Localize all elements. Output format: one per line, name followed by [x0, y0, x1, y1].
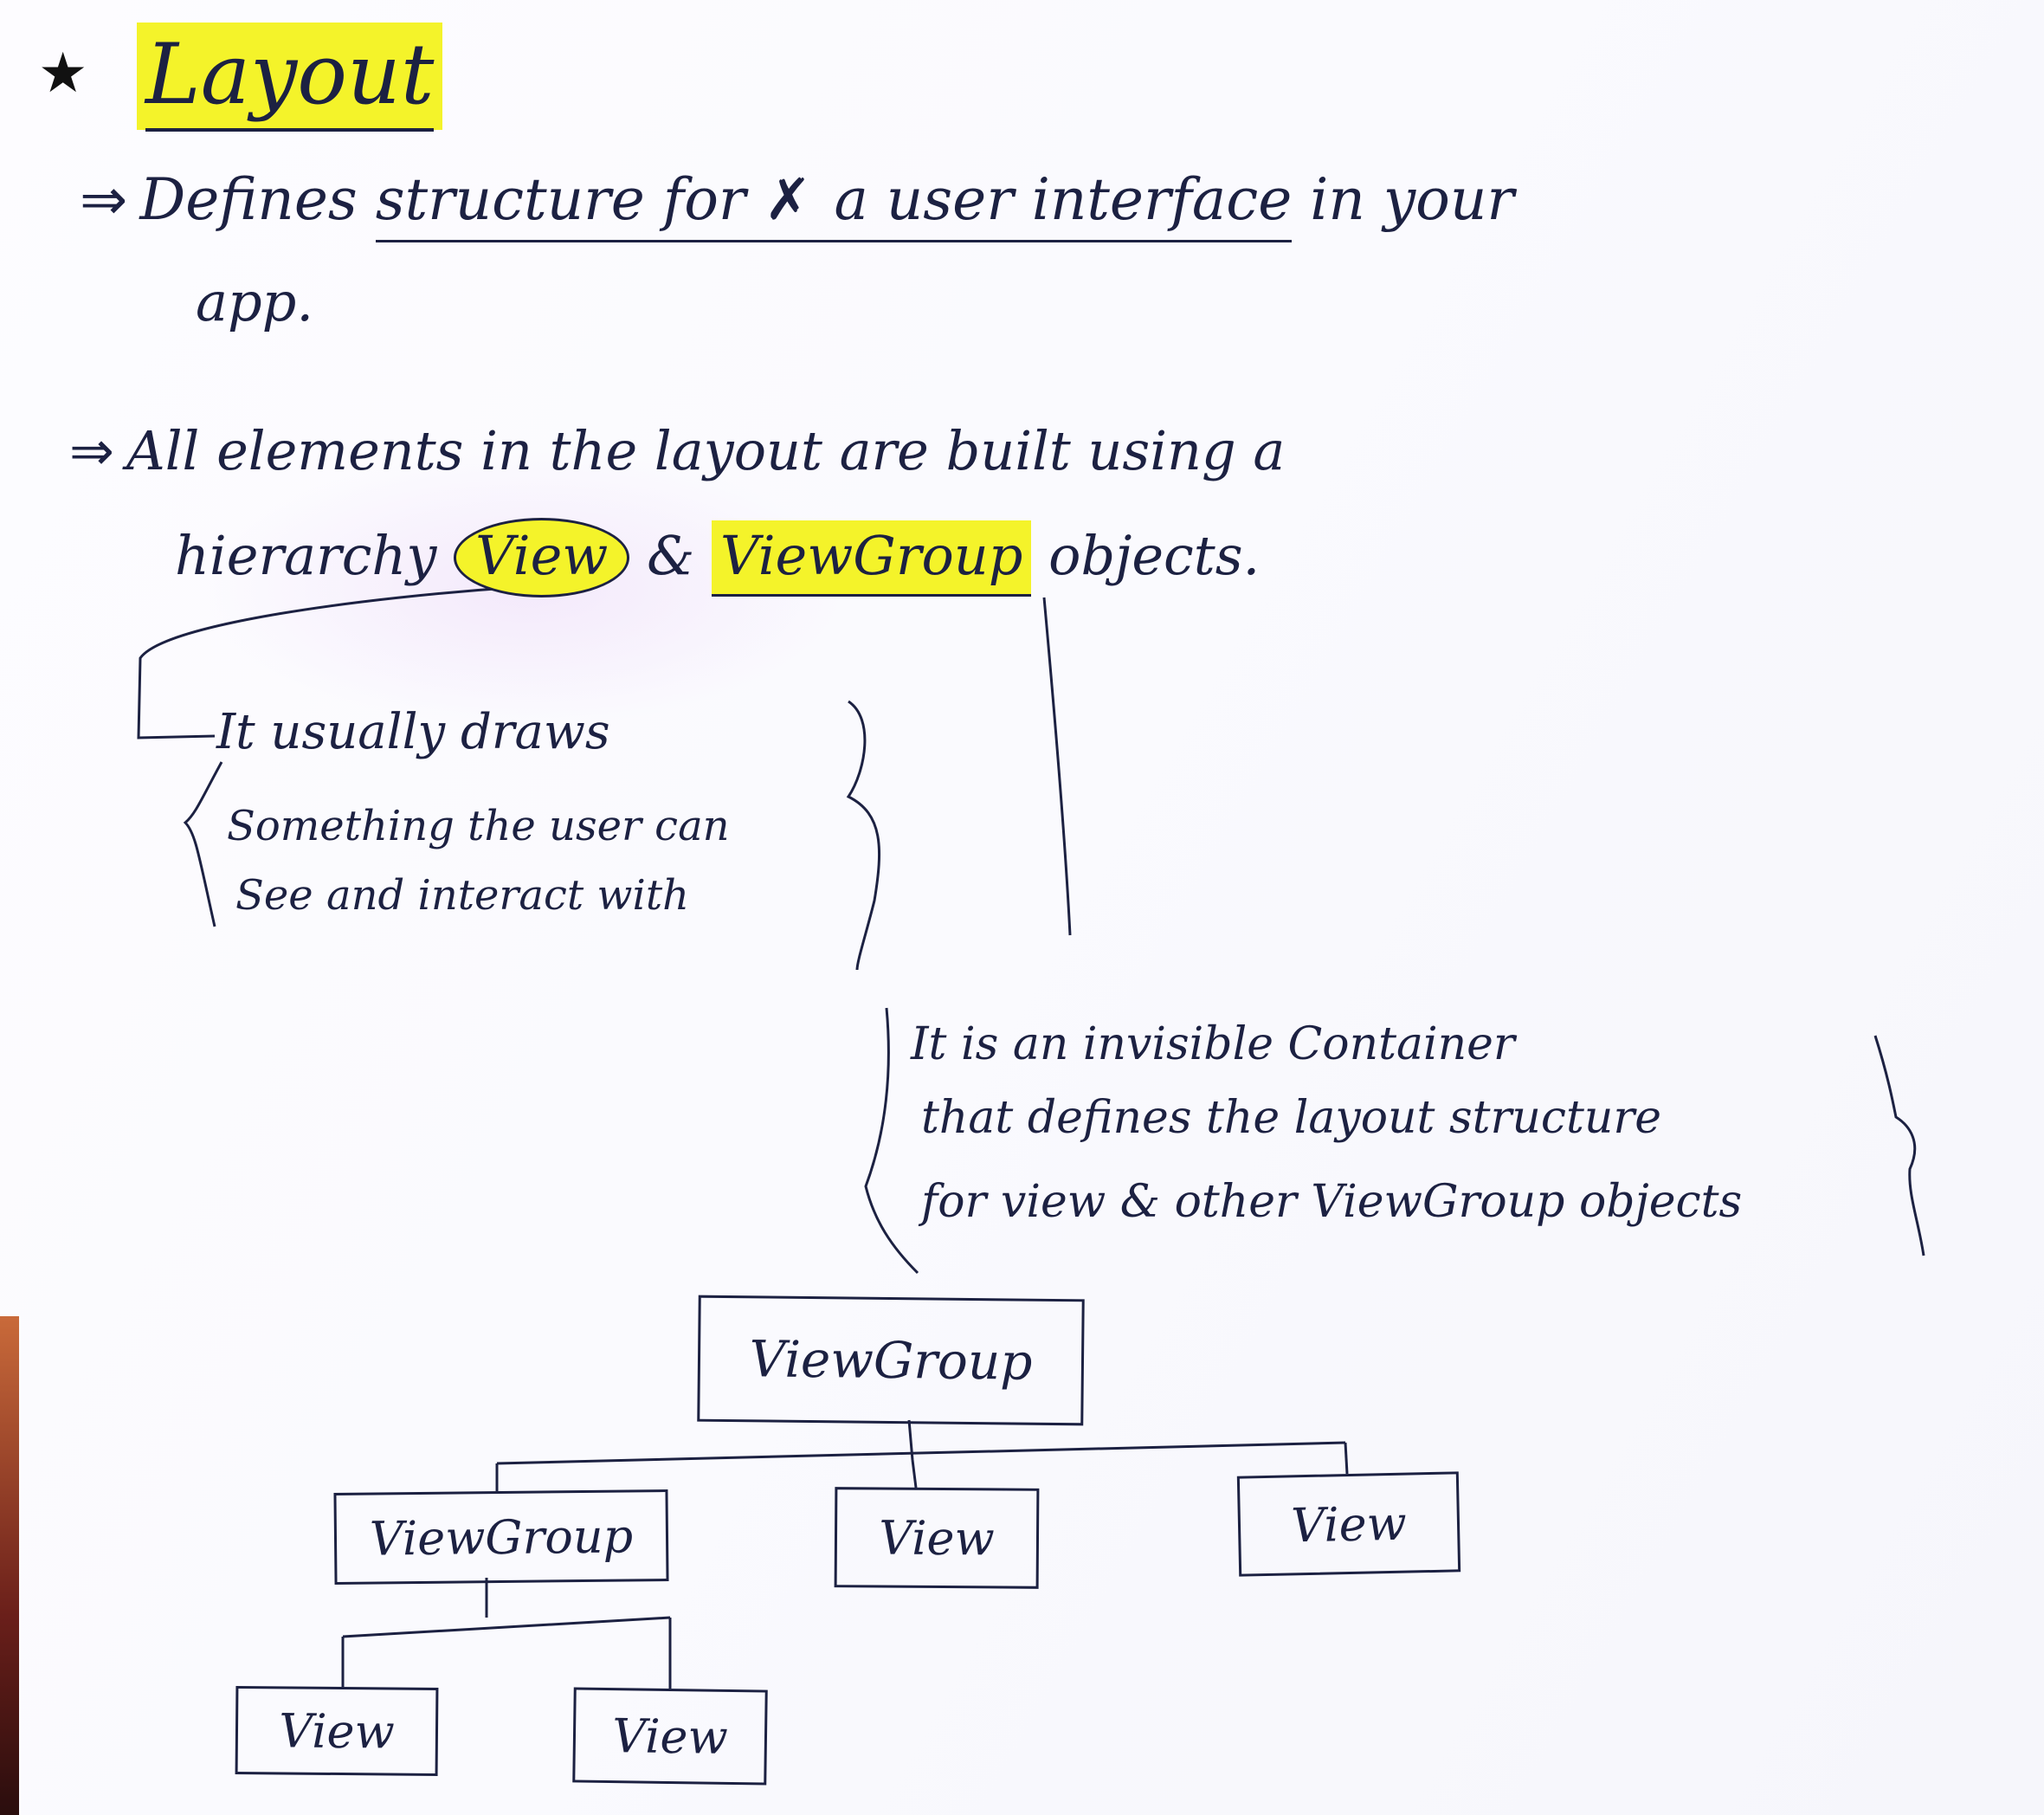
tree-root-viewgroup: ViewGroup	[697, 1295, 1085, 1426]
view-note-line-3: See and interact with	[235, 871, 690, 920]
bullet-2-prefix: hierarchy	[175, 524, 437, 587]
bullet-1-suffix: in your	[1310, 166, 1514, 233]
scribble-icon: ✗	[764, 166, 812, 233]
tree-child-viewgroup: ViewGroup	[333, 1489, 669, 1586]
desk-background	[0, 1316, 19, 1815]
tree-right-drop	[1344, 1442, 1349, 1475]
viewgroup-note-line-3: for view & other ViewGroup objects	[921, 1176, 1743, 1228]
bullet-2-line-2: hierarchy View & ViewGroup objects.	[175, 518, 1260, 597]
viewgroup-note-line-2: that defines the layout structure	[921, 1092, 1662, 1144]
note1-left-brace	[183, 761, 223, 927]
view-note-line-2: Something the user can	[227, 802, 730, 850]
bullet-1-mid: a user interface	[834, 166, 1293, 233]
bullet-2-text: All elements in the layout are built usi…	[126, 419, 1286, 482]
viewgroup-highlight: ViewGroup	[712, 520, 1032, 597]
bullet-1-line-1: ⇒Defines structure for ✗ a user interfac…	[80, 166, 1514, 242]
tree-level1-bar	[496, 1441, 1346, 1465]
bullet-1-prefix: Defines	[139, 166, 358, 233]
viewgroup-note-line-1: It is an invisible Container	[911, 1018, 1515, 1070]
bullet-1-line-2: app.	[196, 270, 314, 333]
ampersand: &	[647, 524, 695, 587]
tree-grandchild-view: View	[572, 1687, 768, 1786]
view-highlight: View	[454, 518, 630, 597]
note2-right-brace	[1873, 1035, 1925, 1256]
view-note-line-1: It usually draws	[216, 704, 610, 760]
note2-left-brace	[864, 1007, 919, 1275]
viewgroup-connector-line	[1042, 597, 1072, 936]
bullet-2-suffix: objects.	[1048, 524, 1261, 587]
double-arrow-icon: ⇒	[69, 419, 114, 482]
page-title: Layout	[137, 23, 443, 132]
title-text: Layout	[145, 26, 435, 132]
tree-child-view: View	[834, 1487, 1040, 1589]
bullet-2-line-1: ⇒All elements in the layout are built us…	[69, 424, 1285, 478]
double-arrow-icon: ⇒	[80, 166, 128, 233]
tree-grandchild-view: View	[235, 1685, 439, 1777]
tree-child-view: View	[1236, 1471, 1461, 1577]
tree-level2-bar	[342, 1616, 671, 1638]
star-icon: ★	[38, 42, 88, 106]
note1-right-brace	[846, 700, 881, 971]
tree-mid-drop	[911, 1459, 918, 1489]
view-connector-line	[137, 585, 520, 740]
bullet-1-underlined: structure for	[375, 166, 746, 233]
